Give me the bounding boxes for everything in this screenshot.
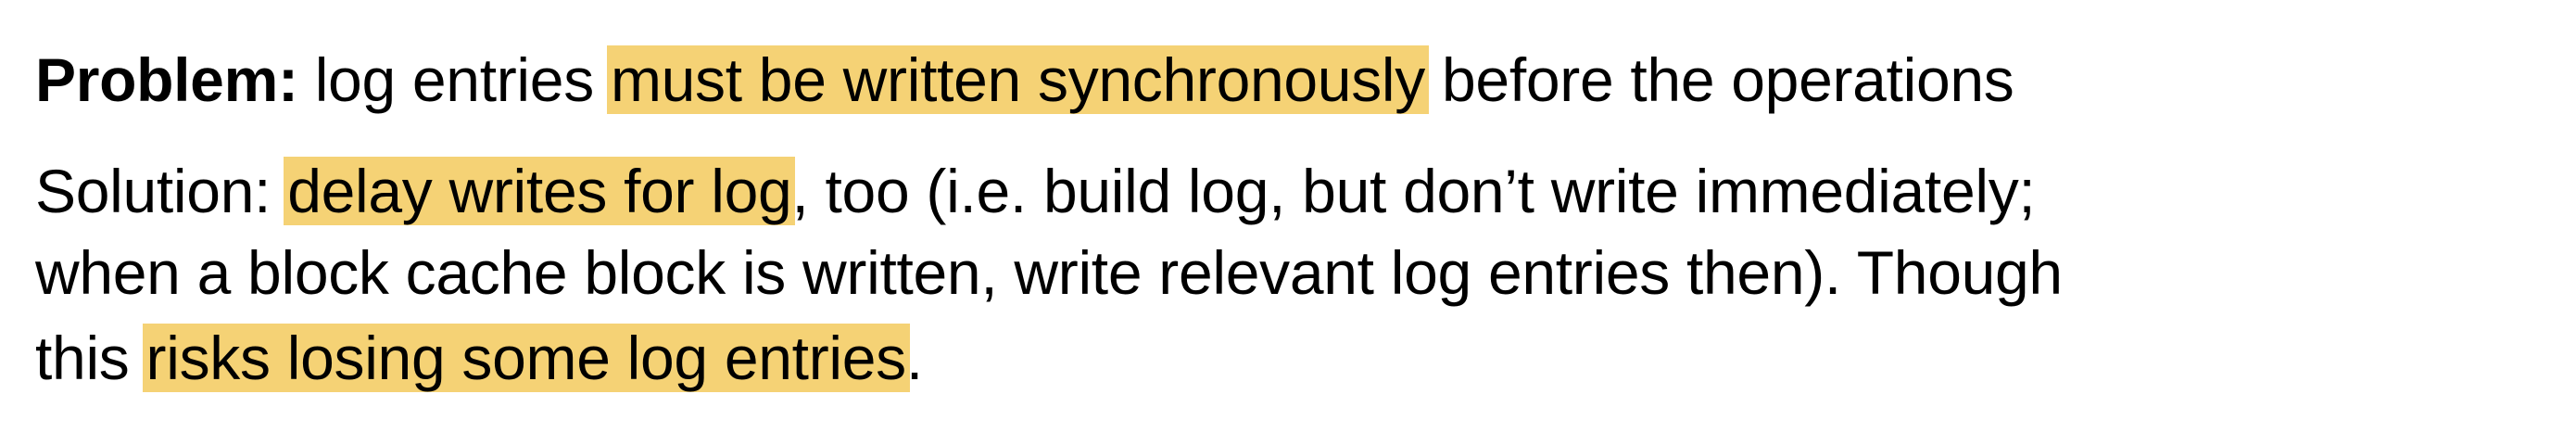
solution-line-1-rest: , too (i.e. build log, but don’t write i…	[791, 157, 2036, 225]
solution-line-2-text: when a block cache block is written, wri…	[35, 238, 2063, 307]
solution-line-1: Solution: delay writes for log, too (i.e…	[35, 146, 2036, 235]
problem-text-before: log entries	[297, 45, 611, 114]
solution-line-3-prefix: this	[35, 324, 146, 392]
solution-highlight-risks: risks losing some log entries	[142, 324, 910, 392]
problem-statement: Problem: log entries must be written syn…	[35, 35, 2014, 124]
solution-line-2: when a block cache block is written, wri…	[35, 228, 2063, 317]
solution-line-3-suffix: .	[905, 324, 923, 392]
problem-highlight: must be written synchronously	[606, 45, 1429, 114]
problem-text-after: before the operations	[1424, 45, 2014, 114]
solution-line-3: this risks losing some log entries.	[35, 313, 923, 402]
solution-highlight-delay-writes: delay writes for log	[284, 157, 796, 225]
solution-label: Solution:	[35, 157, 288, 225]
problem-label: Problem:	[35, 45, 298, 114]
